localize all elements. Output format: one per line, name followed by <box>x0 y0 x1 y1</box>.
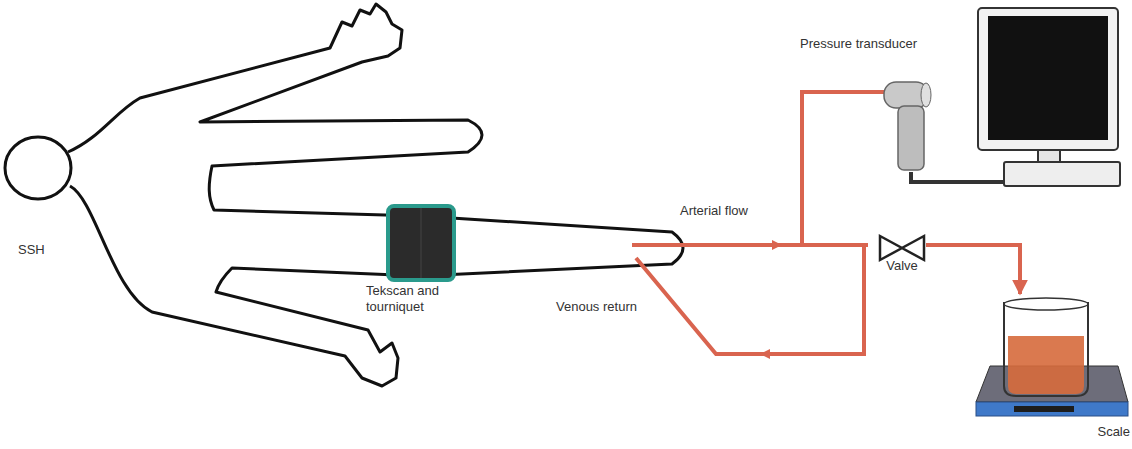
transducer-node: Pressure transducer <box>800 36 950 178</box>
valve-node: Valve <box>872 230 932 284</box>
flow-arrowhead <box>760 349 770 359</box>
device-label: Scale <box>968 424 1130 440</box>
pressure-line <box>802 92 884 245</box>
head-outline <box>5 137 71 199</box>
device-label: Pressure transducer <box>800 36 950 52</box>
subject-label: SSH <box>18 242 78 258</box>
flow-arrowhead <box>772 240 782 250</box>
tourniquet-label: Tekscan and tourniquet <box>366 283 462 316</box>
tourniquet-band <box>388 206 454 280</box>
cable <box>911 172 1006 182</box>
scale-icon <box>968 296 1130 446</box>
tube-connector <box>926 245 1020 294</box>
flow-label: Venous return <box>556 299 666 315</box>
venous-tube <box>636 245 864 354</box>
computer-monitor <box>978 8 1120 186</box>
flow-label: Arterial flow <box>680 203 780 219</box>
tekscan-sensor <box>421 208 422 278</box>
tubing <box>632 92 1000 354</box>
transducer-icon <box>800 36 950 178</box>
device-label: Valve <box>872 258 932 274</box>
scale-node: Scale <box>968 296 1130 446</box>
valve-icon <box>872 230 932 284</box>
body-outline <box>68 4 683 386</box>
